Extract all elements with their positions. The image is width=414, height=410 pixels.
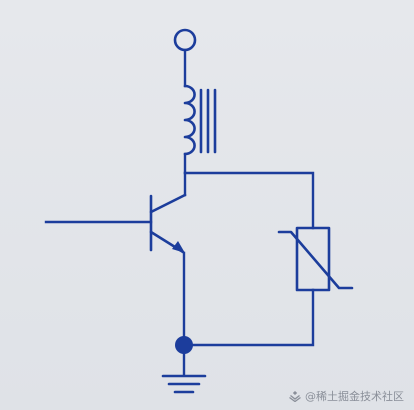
varistor-curve	[277, 230, 354, 290]
ground-symbol	[161, 374, 207, 394]
npn-transistor	[44, 193, 187, 254]
juejin-logo-icon	[289, 391, 301, 402]
supply-terminal	[173, 28, 197, 52]
watermark-text: @稀土掘金技术社区	[305, 390, 404, 403]
emitter-arrow	[172, 241, 185, 253]
inductor-core	[199, 88, 217, 154]
transistor-collector	[149, 193, 187, 214]
varistor	[277, 226, 354, 292]
watermark: @稀土掘金技术社区	[289, 388, 404, 404]
varistor-top-wire	[183, 171, 315, 230]
junction-node	[175, 336, 193, 354]
inductor-coil	[183, 84, 196, 156]
varistor-bottom-wire	[182, 288, 315, 347]
